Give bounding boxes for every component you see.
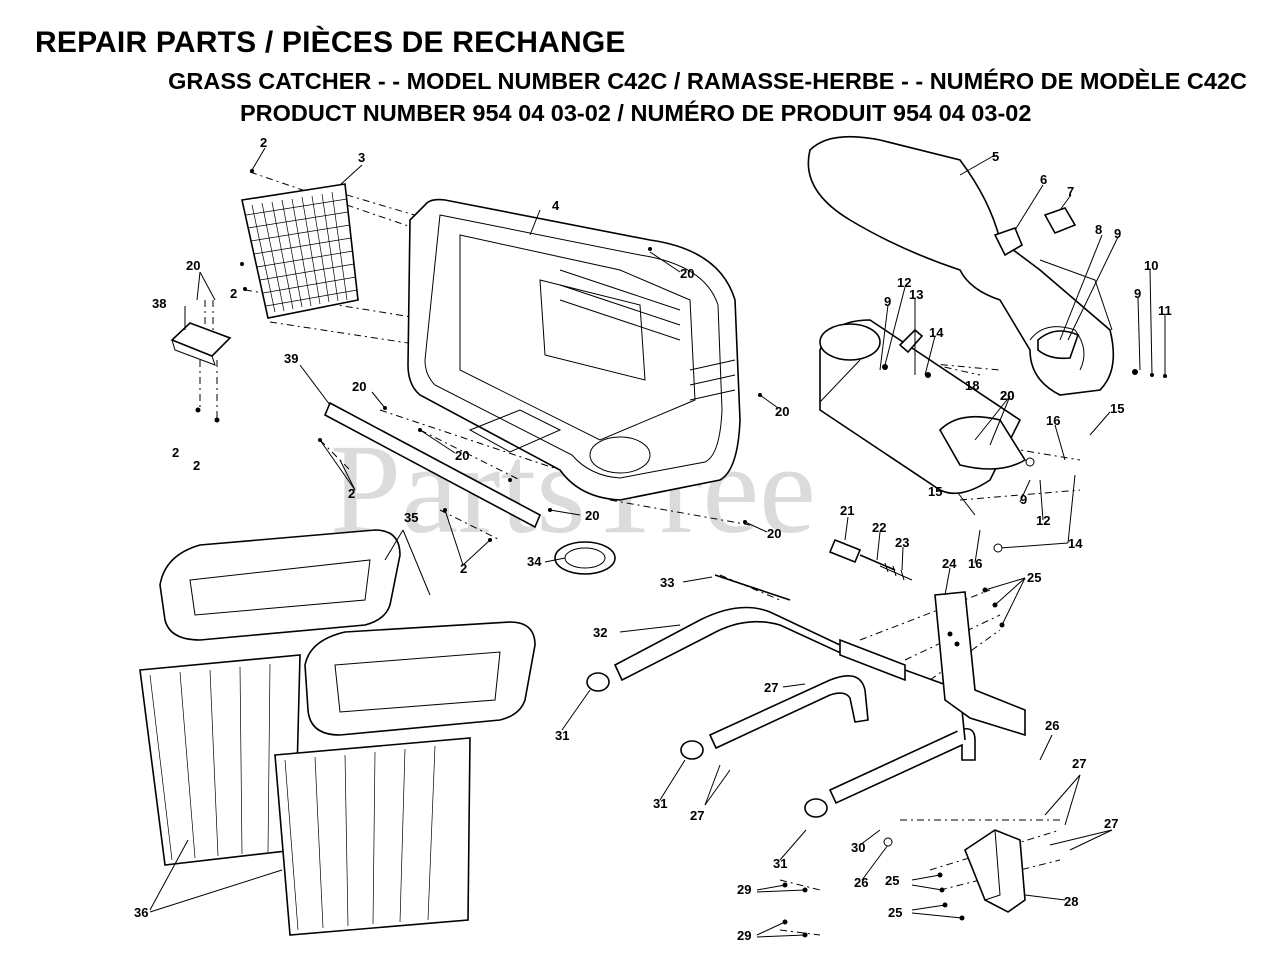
page-title: REPAIR PARTS / PIÈCES DE RECHANGE	[35, 26, 626, 59]
leader-lines	[149, 147, 1166, 938]
callout-27: 27	[1104, 816, 1118, 831]
callout-2: 2	[260, 135, 267, 150]
callout-20: 20	[1000, 388, 1014, 403]
callout-2: 2	[230, 286, 237, 301]
callout-20: 20	[352, 379, 366, 394]
callout-5: 5	[992, 149, 999, 164]
callout-39: 39	[284, 351, 298, 366]
part-39-rail	[323, 401, 542, 529]
callout-33: 33	[660, 575, 674, 590]
callout-10: 10	[1144, 258, 1158, 273]
part-3-screen	[241, 183, 359, 319]
callout-20: 20	[680, 266, 694, 281]
callout-32: 32	[593, 625, 607, 640]
callout-27: 27	[690, 808, 704, 823]
callout-16: 16	[968, 556, 982, 571]
part-13-handle	[898, 328, 924, 354]
callout-2: 2	[172, 445, 179, 460]
callout-12: 12	[897, 275, 911, 290]
part-callouts: 2 3 2 20 38 2 2 4 20 39 20 20 2 2 20 20 …	[134, 135, 1172, 943]
callout-25: 25	[885, 873, 899, 888]
callout-22: 22	[872, 520, 886, 535]
part-31-caps	[586, 672, 828, 818]
callout-2: 2	[460, 561, 467, 576]
callout-6: 6	[1040, 172, 1047, 187]
callout-4: 4	[552, 198, 560, 213]
callout-13: 13	[909, 287, 923, 302]
callout-11: 11	[1158, 303, 1172, 318]
callout-29: 29	[737, 882, 751, 897]
callout-38: 38	[152, 296, 166, 311]
callout-20: 20	[767, 526, 781, 541]
callout-2: 2	[348, 486, 355, 501]
callout-20: 20	[585, 508, 599, 523]
callout-31: 31	[773, 856, 787, 871]
callout-25: 25	[888, 905, 902, 920]
callout-35: 35	[404, 510, 418, 525]
callout-2: 2	[193, 458, 200, 473]
callout-15: 15	[928, 484, 942, 499]
part-4-hood	[407, 198, 741, 501]
callout-28: 28	[1064, 894, 1078, 909]
callout-26: 26	[1045, 718, 1059, 733]
callout-23: 23	[895, 535, 909, 550]
callout-29: 29	[737, 928, 751, 943]
callout-25: 25	[1027, 570, 1041, 585]
part-5-chute	[807, 135, 1115, 396]
part-28-bracket	[964, 829, 1026, 913]
callout-14: 14	[929, 325, 944, 340]
callout-30: 30	[851, 840, 865, 855]
part-21-23-spring-pin	[828, 538, 913, 581]
callout-34: 34	[527, 554, 542, 569]
callout-12: 12	[1036, 513, 1050, 528]
callout-20: 20	[455, 448, 469, 463]
model-number-line: GRASS CATCHER - - MODEL NUMBER C42C / RA…	[168, 68, 1247, 94]
part-8-grip	[1037, 330, 1079, 360]
callout-27: 27	[764, 680, 778, 695]
callout-15: 15	[1110, 401, 1124, 416]
callout-8: 8	[1095, 222, 1102, 237]
callout-31: 31	[555, 728, 569, 743]
callout-18: 18	[965, 378, 979, 393]
callout-24: 24	[942, 556, 957, 571]
callout-9: 9	[1114, 226, 1121, 241]
callout-20: 20	[775, 404, 789, 419]
part-18-tube	[819, 319, 1027, 495]
callout-31: 31	[653, 796, 667, 811]
part-36-bags	[139, 654, 471, 936]
part-38-bracket	[170, 322, 232, 366]
callout-16: 16	[1046, 413, 1060, 428]
part-6-latch	[993, 226, 1024, 257]
callout-9: 9	[884, 294, 891, 309]
part-33-rod	[714, 574, 791, 601]
callout-9: 9	[1134, 286, 1141, 301]
part-35-bag-frames	[159, 529, 536, 736]
callout-20: 20	[1000, 388, 1014, 403]
callout-9: 9	[1020, 492, 1027, 507]
callout-21: 21	[840, 503, 854, 518]
callout-27: 27	[1072, 756, 1086, 771]
hardware-dots	[195, 169, 1167, 938]
callout-26: 26	[854, 875, 868, 890]
part-24-hitch-plate	[934, 591, 1026, 737]
callout-3: 3	[358, 150, 365, 165]
callout-14: 14	[1068, 536, 1083, 551]
callout-7: 7	[1067, 184, 1074, 199]
part-7-clip	[1043, 207, 1077, 235]
callout-20: 20	[186, 258, 200, 273]
product-number-line: PRODUCT NUMBER 954 04 03-02 / NUMÉRO DE …	[240, 100, 1032, 126]
callout-36: 36	[134, 905, 148, 920]
part-32-frame	[613, 606, 976, 805]
